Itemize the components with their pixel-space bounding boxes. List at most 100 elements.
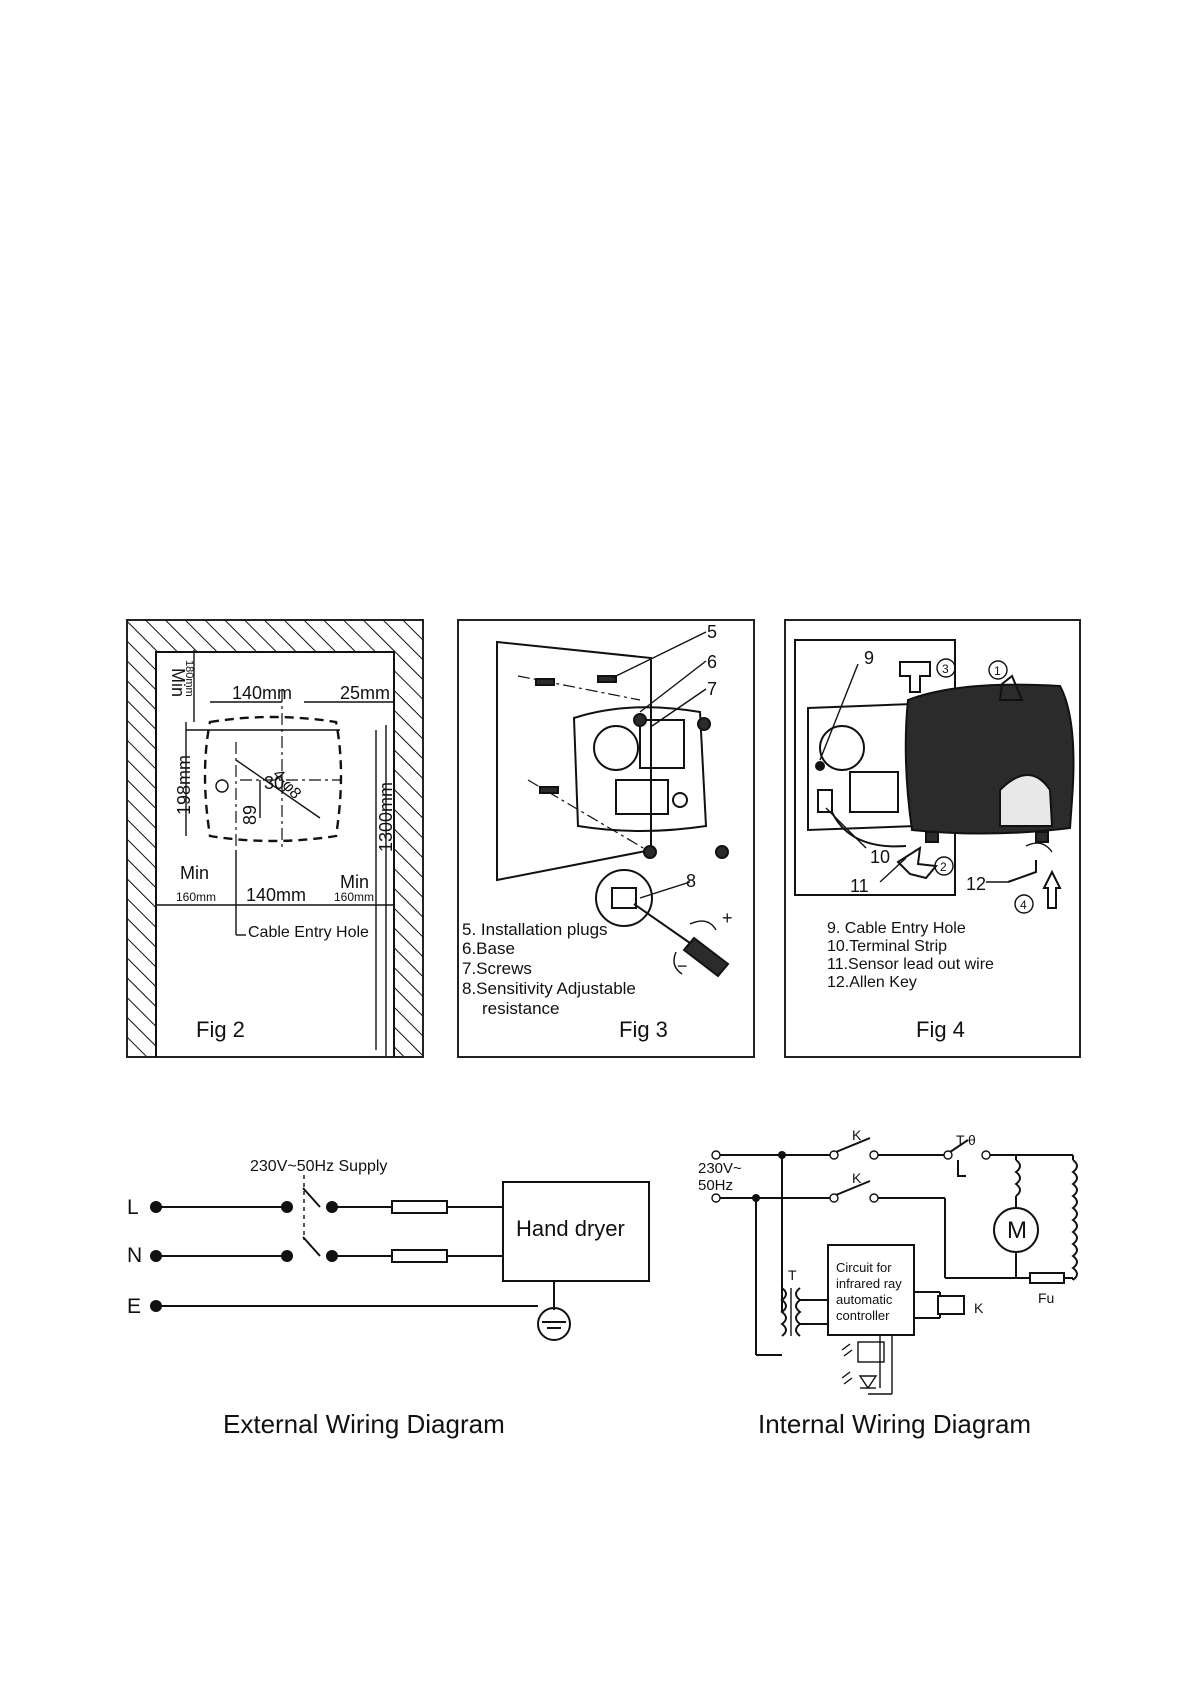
internal-supply-line1: 230V~ [698,1160,742,1177]
internal-supply-line2: 50Hz [698,1177,733,1194]
fig4-heater [849,771,899,813]
fig2-cable-hole-symbol [215,779,229,793]
external-switch-N-blade [302,1236,321,1257]
fig2-diag-line [235,759,321,819]
fig4-step-circle-1 [988,660,1008,680]
fig4-legend-9: 9. Cable Entry Hole [827,920,966,937]
fig2-min-right: Min [340,872,369,892]
external-switch-L-blade [302,1187,321,1208]
external-switch-L-in [281,1201,293,1213]
fig3-leader-8 [639,881,691,899]
internal-relay-coil-label: K [974,1300,984,1316]
internal-relay-top-out [869,1150,879,1160]
internal-thermostat-label: T [956,1132,965,1148]
external-supply-label: 230V~50Hz Supply [250,1158,387,1175]
fig4-leader-11 [879,857,907,883]
external-diagram-title: External Wiring Diagram [223,1409,505,1439]
fig3-leader-6 [639,660,707,713]
internal-wiring-diagram: 230V~ 50Hz T [698,1127,1078,1439]
fig3-arrow-plus [689,920,717,931]
fig3-plug-3 [539,786,559,794]
fig4-callout-10: 10 [870,847,890,867]
fig3-screwdriver-shaft [633,903,701,951]
fig4-step-1: 1 [994,664,1001,678]
fig4-legend-12: 12.Allen Key [827,974,917,991]
external-fuse-N [391,1249,448,1263]
internal-receiver [857,1341,885,1363]
internal-relay-coil [937,1295,965,1315]
fig4-step-4: 4 [1020,898,1027,912]
fig3-callout-7: 7 [707,679,717,699]
external-hand-dryer-box [502,1181,650,1282]
fig4-step-circle-2 [934,856,954,876]
internal-ir-rays-receiver [841,1343,853,1357]
fig3-arrow-minus [673,951,683,975]
fig3-fan [593,725,639,771]
fig4-arrow-3 [899,661,931,693]
fig2-panel: Min 180mm 140mm 25mm 30 198mm 89 4-φ8 13… [126,619,424,1058]
internal-relay-mid-label: K [852,1170,862,1186]
internal-relay-top-label: K [852,1127,862,1143]
fig3-adjust-circle [595,869,653,927]
internal-terminal-N [711,1193,721,1203]
internal-heater-element [1071,1159,1078,1281]
external-switch-N-in [281,1250,293,1262]
fig2-wall-edge [155,651,395,1057]
fig4-caption: Fig 4 [916,1017,965,1042]
fig3-caption: Fig 3 [619,1017,668,1042]
fig3-motor-block [639,719,685,769]
internal-thermo-in [943,1150,953,1160]
fig3-legend-7: 7.Screws [462,959,532,978]
fig3-panel: 5 6 7 8 + − 5. Installation plugs 6.Base… [457,619,755,1058]
external-ground-symbol [537,1307,571,1341]
fig3-callout-8: 8 [686,871,696,891]
internal-transformer-secondary [795,1287,802,1337]
fig3-heater-block [615,779,669,815]
fig3-screwdriver-handle [682,936,730,978]
fig4-step-2: 2 [940,860,947,874]
internal-controller-box [827,1244,915,1336]
internal-controller-line1: Circuit for [836,1260,892,1275]
fig2-dim-160-right: 160mm [334,890,374,904]
internal-transformer-primary [780,1287,787,1337]
internal-relay-top-in [829,1150,839,1160]
internal-motor-label: M [1007,1217,1027,1244]
fig4-legend-10: 10.Terminal Strip [827,938,947,955]
fig4-terminal-strip [817,789,833,813]
fig3-screw-4 [715,845,729,859]
fig2-dim-89: 89 [240,805,260,825]
internal-controller-line4: controller [836,1308,890,1323]
external-label-E: E [127,1295,141,1318]
internal-ir-rays-emitter [841,1371,853,1385]
fig4-arrow-1 [998,674,1024,701]
fig3-potentiometer [611,887,637,909]
internal-relay-mid-blade [835,1180,871,1196]
fig2-dim-140-top: 140mm [232,683,292,703]
fig3-minus: − [677,956,688,976]
internal-transformer-label: T [788,1267,797,1283]
fig3-plug-2 [597,675,617,683]
fig3-screw-3 [643,845,657,859]
external-hand-dryer-label: Hand dryer [516,1216,625,1241]
fig4-leader-10 [825,807,867,849]
fig3-legend-8: 8.Sensitivity Adjustable [462,979,636,998]
fig2-dim-160-left: 160mm [176,890,216,904]
fig4-cable-hole [815,761,825,771]
fig3-callout-5: 5 [707,622,717,642]
internal-motor-winding [1014,1159,1021,1197]
external-label-N: N [127,1244,142,1267]
internal-theta-label: θ [968,1132,976,1148]
internal-fuse [1029,1272,1065,1284]
fig4-step-circle-4 [1014,894,1034,914]
fig2-dim-min-top: Min [168,668,188,697]
external-wiring-diagram: 230V~50Hz Supply L N E Hand dryer [127,1158,650,1439]
fig4-allen-key [1007,860,1037,883]
internal-relay-mid-in [829,1193,839,1203]
fig3-legend-5: 5. Installation plugs [462,920,608,939]
fig3-plug-1 [535,678,555,686]
fig3-screw-2 [697,717,711,731]
internal-thermo-out [981,1150,991,1160]
fig4-leader-9 [819,663,859,761]
fig4-step-circle-3 [936,658,956,678]
